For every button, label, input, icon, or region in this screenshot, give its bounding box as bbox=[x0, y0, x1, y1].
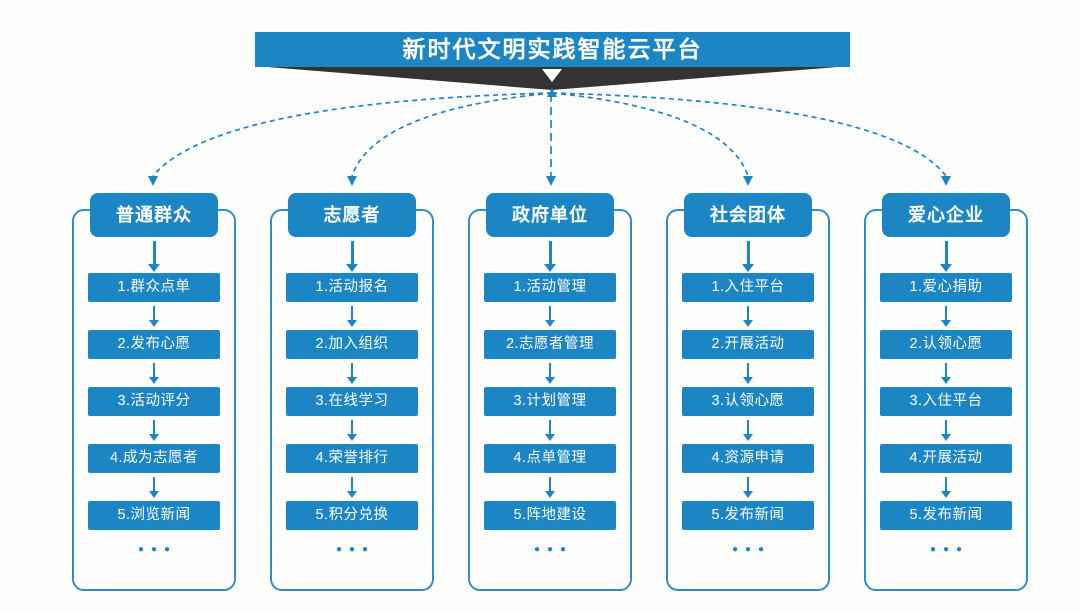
down-arrow-icon bbox=[747, 420, 749, 435]
down-arrow-icon bbox=[945, 420, 947, 435]
column-header: 志愿者 bbox=[288, 193, 416, 237]
flow-step: 1.活动管理 bbox=[484, 273, 616, 302]
flow-step: 3.入住平台 bbox=[880, 387, 1012, 416]
ellipsis-icon: ●●● bbox=[137, 544, 178, 555]
flow-step: 5.发布新闻 bbox=[682, 501, 814, 530]
arrowhead-icon bbox=[347, 176, 357, 186]
role-columns: 普通群众 1.群众点单 2.发布心愿 3.活动评分 4.成为志愿者 5.浏览新闻… bbox=[72, 193, 1028, 593]
flow-step: 5.浏览新闻 bbox=[88, 501, 220, 530]
column-caring-enterprises: 爱心企业 1.爱心捐助 2.认领心愿 3.入住平台 4.开展活动 5.发布新闻 … bbox=[864, 193, 1028, 591]
flow-step: 2.发布心愿 bbox=[88, 330, 220, 359]
column-header: 社会团体 bbox=[684, 193, 812, 237]
flow-step: 3.活动评分 bbox=[88, 387, 220, 416]
flow-step: 3.在线学习 bbox=[286, 387, 418, 416]
down-arrow-icon bbox=[351, 420, 353, 435]
down-arrow-icon bbox=[351, 306, 353, 321]
down-arrow-icon bbox=[549, 420, 551, 435]
down-arrow-icon bbox=[945, 477, 947, 492]
down-arrow-icon bbox=[549, 363, 551, 378]
down-arrow-icon bbox=[945, 306, 947, 321]
flow-step: 2.志愿者管理 bbox=[484, 330, 616, 359]
down-arrow-icon bbox=[747, 306, 749, 321]
down-arrow-icon bbox=[351, 477, 353, 492]
ellipsis-icon: ●●● bbox=[335, 544, 376, 555]
flow-step: 1.群众点单 bbox=[88, 273, 220, 302]
arrowhead-icon bbox=[941, 176, 951, 186]
ellipsis-icon: ●●● bbox=[929, 544, 970, 555]
column-volunteers: 志愿者 1.活动报名 2.加入组织 3.在线学习 4.荣誉排行 5.积分兑换 ●… bbox=[270, 193, 434, 591]
down-arrow-icon bbox=[747, 477, 749, 492]
column-social-groups: 社会团体 1.入住平台 2.开展活动 3.认领心愿 4.资源申请 5.发布新闻 … bbox=[666, 193, 830, 591]
down-arrow-icon bbox=[152, 241, 156, 265]
column-header: 政府单位 bbox=[486, 193, 614, 237]
down-arrow-icon bbox=[351, 363, 353, 378]
ellipsis-icon: ●●● bbox=[533, 544, 574, 555]
column-header: 普通群众 bbox=[90, 193, 218, 237]
flow-step: 4.成为志愿者 bbox=[88, 444, 220, 473]
dashed-connector-col1 bbox=[152, 92, 553, 177]
flow-step: 2.认领心愿 bbox=[880, 330, 1012, 359]
arrowhead-icon bbox=[148, 176, 158, 186]
arrowhead-icon bbox=[743, 176, 753, 186]
flow-step: 2.开展活动 bbox=[682, 330, 814, 359]
down-arrow-icon bbox=[747, 363, 749, 378]
platform-title-banner: 新时代文明实践智能云平台 bbox=[255, 32, 850, 67]
dashed-connector-col4 bbox=[551, 92, 749, 177]
dashed-connector-col2 bbox=[351, 92, 553, 177]
dashed-connector-col5 bbox=[551, 92, 947, 177]
down-arrow-icon bbox=[153, 477, 155, 492]
flow-step: 4.开展活动 bbox=[880, 444, 1012, 473]
down-arrow-icon bbox=[350, 241, 354, 265]
flow-step: 1.爱心捐助 bbox=[880, 273, 1012, 302]
down-arrow-icon bbox=[548, 241, 552, 265]
column-general-public: 普通群众 1.群众点单 2.发布心愿 3.活动评分 4.成为志愿者 5.浏览新闻… bbox=[72, 193, 236, 591]
column-government-units: 政府单位 1.活动管理 2.志愿者管理 3.计划管理 4.点单管理 5.阵地建设… bbox=[468, 193, 632, 591]
flow-step: 5.发布新闻 bbox=[880, 501, 1012, 530]
flow-step: 1.活动报名 bbox=[286, 273, 418, 302]
down-triangle-icon bbox=[542, 69, 562, 82]
down-arrow-icon bbox=[746, 241, 750, 265]
convergence-point-icon bbox=[547, 88, 557, 97]
flow-step: 2.加入组织 bbox=[286, 330, 418, 359]
flow-step: 1.入住平台 bbox=[682, 273, 814, 302]
flow-step: 4.点单管理 bbox=[484, 444, 616, 473]
column-header: 爱心企业 bbox=[882, 193, 1010, 237]
arrowhead-icon bbox=[546, 176, 556, 186]
down-arrow-icon bbox=[944, 241, 948, 265]
down-arrow-icon bbox=[549, 306, 551, 321]
down-arrow-icon bbox=[153, 306, 155, 321]
flow-step: 5.积分兑换 bbox=[286, 501, 418, 530]
down-arrow-icon bbox=[153, 420, 155, 435]
flow-step: 3.计划管理 bbox=[484, 387, 616, 416]
flow-step: 3.认领心愿 bbox=[682, 387, 814, 416]
down-arrow-icon bbox=[153, 363, 155, 378]
down-arrow-icon bbox=[945, 363, 947, 378]
flow-step: 4.荣誉排行 bbox=[286, 444, 418, 473]
flow-step: 4.资源申请 bbox=[682, 444, 814, 473]
down-arrow-icon bbox=[549, 477, 551, 492]
flow-step: 5.阵地建设 bbox=[484, 501, 616, 530]
ellipsis-icon: ●●● bbox=[731, 544, 772, 555]
